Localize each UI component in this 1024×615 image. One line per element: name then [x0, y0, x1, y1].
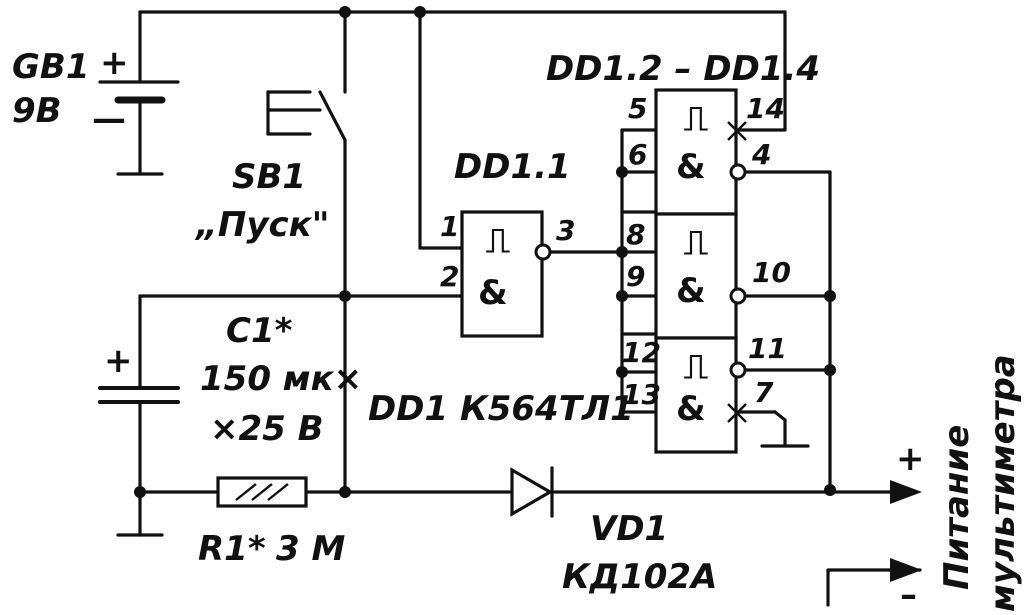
switch-ref: SB1: [232, 157, 306, 197]
gate-bank-dd1-2-4: ⎍ & ⎍ & ⎍ & DD1.2 – DD1.4 5 6 8 9 12 13 …: [546, 49, 820, 454]
capacitor-value-2: ×25 В: [210, 409, 324, 449]
chip-ref: DD1 К564ТЛ1: [368, 389, 634, 429]
capacitor-value-1: 150 мк×: [200, 359, 362, 399]
diode-type: КД102А: [562, 557, 717, 597]
pin-14: 14: [746, 92, 785, 125]
pin-11: 11: [748, 332, 787, 365]
gate4-and-symbol: &: [676, 389, 706, 429]
capacitor-ref: C1*: [226, 311, 293, 351]
pin-12: 12: [622, 336, 661, 369]
pin-9: 9: [626, 260, 645, 293]
gate1-pin-3: 3: [556, 214, 575, 247]
pin-7: 7: [754, 376, 774, 409]
diode-vd1: VD1 КД102А: [510, 466, 717, 597]
battery-value: 9В: [12, 91, 62, 131]
battery-plus-sign: +: [100, 43, 129, 83]
gate3-and-symbol: &: [676, 271, 706, 311]
output-terminals: + – Питание мультиметра: [890, 354, 1023, 615]
capacitor-plus-sign: +: [104, 341, 133, 381]
pin-4: 4: [751, 138, 771, 171]
gate-dd1-1: ⎍ & DD1.1 1 2 3: [440, 147, 575, 338]
gate2-schmitt-symbol: ⎍: [684, 99, 708, 139]
gate1-schmitt-symbol: ⎍: [486, 221, 510, 261]
diode-ref: VD1: [590, 509, 668, 549]
battery-ref: GB1: [12, 47, 89, 87]
capacitor-c1: + C1* 150 мк× ×25 В: [98, 311, 362, 449]
gate1-ref: DD1.1: [454, 147, 571, 187]
output-label-2: мультиметра: [983, 354, 1023, 612]
pin-10: 10: [752, 256, 791, 289]
gate4-schmitt-symbol: ⎍: [684, 347, 708, 387]
resistor-r1: R1* 3 М: [198, 476, 345, 569]
gate2-and-symbol: &: [676, 147, 706, 187]
gate3-schmitt-symbol: ⎍: [684, 223, 708, 263]
pin-8: 8: [626, 218, 645, 251]
output-minus-sign: –: [900, 575, 917, 615]
resistor-value: 3 М: [276, 529, 345, 569]
battery-minus-sign: —: [92, 99, 126, 139]
gate1-pin-2: 2: [440, 260, 459, 293]
pin-5: 5: [628, 92, 647, 125]
gate-bank-ref: DD1.2 – DD1.4: [546, 49, 820, 89]
junction-dots: [134, 6, 836, 498]
pin-6: 6: [628, 138, 647, 171]
battery-gb1: GB1 9В + —: [12, 43, 180, 176]
gate1-and-symbol: &: [478, 273, 508, 313]
output-label-1: Питание: [937, 425, 977, 590]
switch-sb1: SB1 „Пуск": [194, 90, 347, 245]
pin-13: 13: [622, 378, 661, 411]
output-plus-sign: +: [896, 439, 925, 479]
switch-name: „Пуск": [194, 205, 329, 245]
resistor-ref: R1*: [198, 529, 266, 569]
gate1-pin-1: 1: [440, 210, 459, 243]
